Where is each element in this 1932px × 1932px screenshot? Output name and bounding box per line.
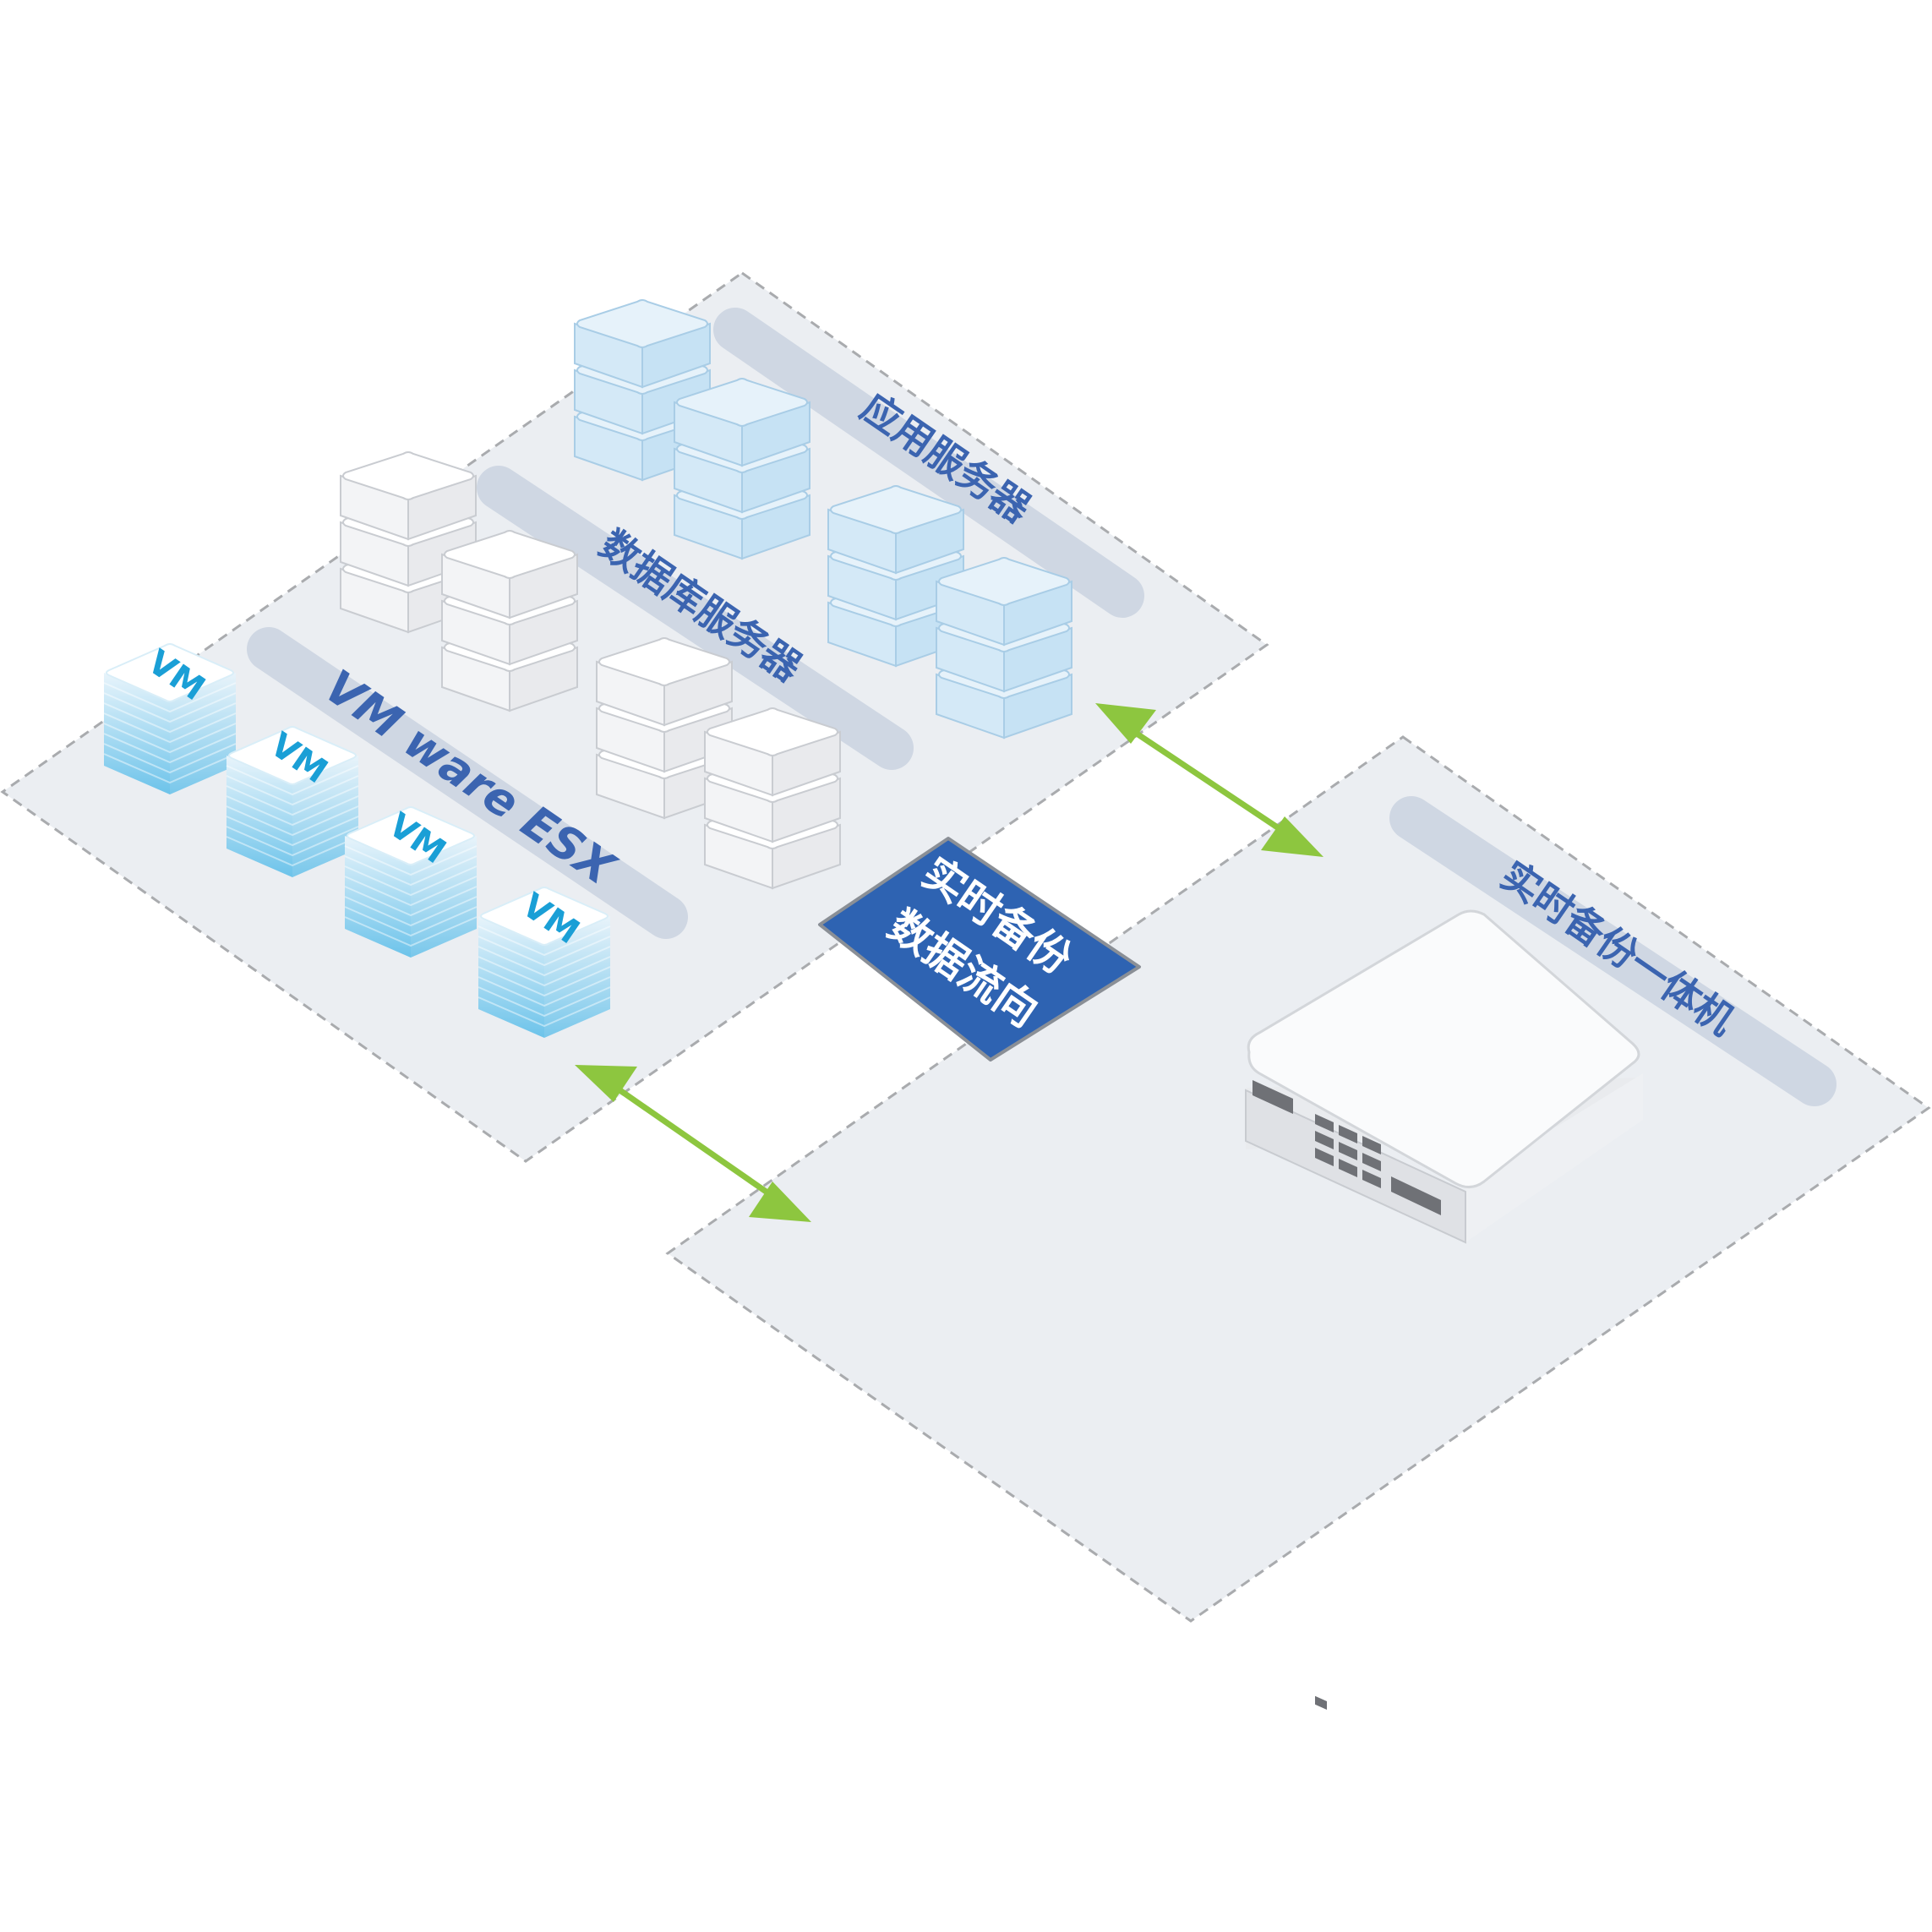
vm-stack-icon: VM [478,886,611,1038]
backup-appliance-icon [1245,909,1643,1711]
app-server-strip [713,308,1144,618]
vm-stack-icon: VM [103,642,237,794]
vm-stack-icon: VM [344,805,478,958]
flow-arrow-lower [575,1065,811,1222]
app-server-stack-icon [674,378,810,560]
appliance-strip [1389,796,1836,1106]
flow-arrow-upper [1095,703,1323,857]
db-server-stack-icon [441,530,578,712]
vm-stack-icon: VM [226,725,359,877]
esx-strip [247,627,688,939]
db-server-stack-icon [596,637,733,820]
app-server-stack-icon [936,557,1072,740]
db-server-stack-icon [704,707,841,890]
db-server-strip [477,466,914,770]
app-server-stack-icon [827,485,964,668]
db-server-stack-icon [340,451,477,634]
